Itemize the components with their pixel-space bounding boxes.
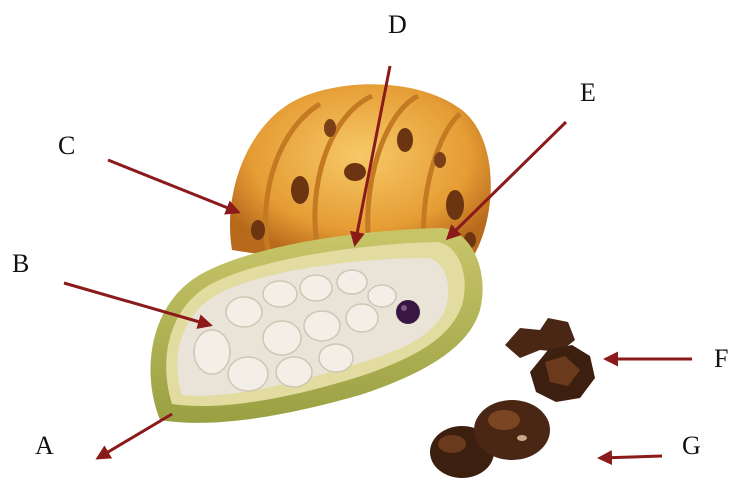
label-e: E <box>580 80 596 106</box>
arrow-c <box>108 160 238 212</box>
label-d: D <box>388 12 407 38</box>
arrow-g <box>600 456 662 458</box>
open-cocoa-pod <box>150 228 482 423</box>
arrow-a <box>98 414 172 458</box>
roasted-cocoa-beans <box>430 400 550 478</box>
cocoa-nibs <box>505 318 595 402</box>
label-a: A <box>35 433 54 459</box>
label-c: C <box>58 133 75 159</box>
label-g: G <box>682 433 701 459</box>
label-f: F <box>714 346 728 372</box>
label-b: B <box>12 251 29 277</box>
